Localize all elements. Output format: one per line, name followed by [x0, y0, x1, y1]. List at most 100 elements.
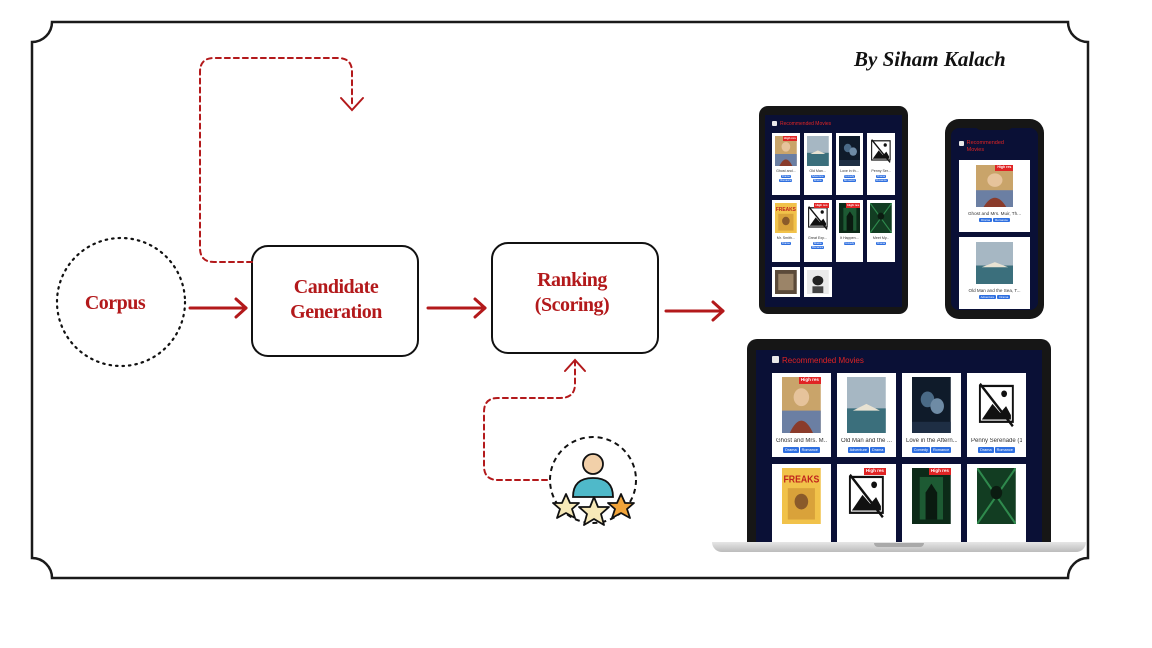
app-title: Recommended Movies — [772, 356, 1032, 365]
genre-tag[interactable]: Romance — [799, 447, 820, 453]
high-res-badge: High res — [782, 136, 797, 141]
movie-title: Mr. Smith... — [776, 236, 795, 240]
laptop-trackpad-notch — [874, 543, 924, 547]
genre-tag[interactable]: Romance — [811, 246, 825, 249]
genre-tag[interactable]: Drama — [780, 175, 791, 178]
high-res-badge: High res — [846, 203, 861, 208]
movie-title: Old Man and the ... — [841, 438, 892, 444]
genre-tag[interactable]: Romance — [874, 179, 888, 182]
genre-tag[interactable]: Drama — [978, 447, 994, 453]
movie-card[interactable]: High res It Happen... Comedy — [835, 200, 864, 262]
laptop-base — [712, 542, 1086, 552]
genre-tag[interactable]: Romance — [993, 218, 1010, 222]
high-res-badge: High res — [995, 165, 1014, 171]
genre-tag[interactable]: Comedy — [911, 447, 930, 453]
movie-card[interactable] — [967, 464, 1026, 543]
genre-tag[interactable]: Drama — [869, 447, 886, 453]
movie-card[interactable] — [803, 267, 832, 297]
genre-tag[interactable]: Romance — [994, 447, 1015, 453]
film-icon — [772, 356, 779, 363]
movie-card[interactable]: FREAKS Mr. Smith... Drama — [772, 200, 800, 262]
genre-tags: Drama — [876, 242, 887, 245]
movie-poster: High res — [782, 377, 821, 433]
ratings-arrowhead — [564, 358, 586, 372]
ranking-node — [491, 242, 659, 354]
app-title: Recommended Movies — [772, 121, 895, 127]
movie-title: Ghost and... — [776, 169, 796, 173]
user-ratings-dashed-arrow — [483, 361, 576, 481]
movie-poster — [775, 270, 797, 294]
movie-card[interactable]: High res — [837, 464, 896, 543]
movie-title: Meet My... — [872, 236, 890, 240]
movie-poster: High res — [775, 136, 797, 166]
genre-tag[interactable]: Romance — [842, 179, 856, 182]
arrow-ranking-to-devices — [664, 300, 725, 322]
feedback-arrowhead — [340, 97, 364, 112]
movie-card[interactable]: Meet My... Drama — [867, 200, 895, 262]
phone-notch — [975, 123, 1013, 130]
film-icon — [959, 141, 964, 146]
movie-poster: FREAKS — [775, 203, 797, 233]
genre-tag[interactable]: Drama — [812, 242, 823, 245]
movie-poster — [806, 270, 829, 294]
genre-tag[interactable]: Drama — [979, 218, 993, 222]
movie-poster — [912, 377, 951, 433]
movie-poster: High res — [912, 468, 951, 524]
high-res-badge: High res — [814, 203, 829, 208]
genre-tag[interactable]: Comedy — [843, 175, 856, 178]
image-placeholder-icon: High res — [847, 468, 886, 524]
star-icon — [607, 493, 635, 519]
genre-tag[interactable]: Adventure — [978, 295, 997, 299]
genre-tag[interactable]: Adventure — [810, 175, 825, 178]
genre-tag[interactable]: Drama — [812, 179, 823, 182]
genre-tag[interactable]: Romance — [779, 179, 793, 182]
movie-card[interactable]: FREAKS — [772, 464, 831, 543]
movie-card[interactable]: High res — [902, 464, 961, 543]
genre-tag[interactable]: Adventure — [847, 447, 869, 453]
genre-tag[interactable]: Drama — [876, 175, 887, 178]
movie-title: Penny Serenade (1... — [971, 438, 1022, 444]
user-ratings-icon — [549, 436, 637, 526]
movie-poster: FREAKS — [782, 468, 821, 524]
movie-card[interactable] — [772, 267, 800, 297]
genre-tag[interactable]: Drama — [876, 242, 887, 245]
genre-tag[interactable]: Drama — [780, 242, 791, 245]
high-res-badge: High res — [863, 468, 886, 475]
movie-poster: High res — [975, 165, 1014, 207]
movie-poster — [806, 136, 829, 166]
genre-tag[interactable]: Romance — [930, 447, 952, 453]
movie-title: It Happen... — [840, 236, 859, 240]
image-placeholder-icon: High res — [806, 203, 829, 233]
genre-tag[interactable]: Comedy — [843, 242, 856, 245]
ranking-label-line1: Ranking — [537, 269, 607, 291]
candidate-label-line1: Candidate — [294, 276, 379, 298]
high-res-badge: High res — [928, 468, 951, 475]
star-icon — [578, 496, 610, 526]
arrow-corpus-to-candidate — [188, 297, 248, 319]
genre-tag[interactable]: Drama — [783, 447, 799, 453]
movie-poster — [870, 203, 892, 233]
genre-tag[interactable]: Drama — [997, 295, 1011, 299]
corpus-node — [55, 236, 187, 368]
